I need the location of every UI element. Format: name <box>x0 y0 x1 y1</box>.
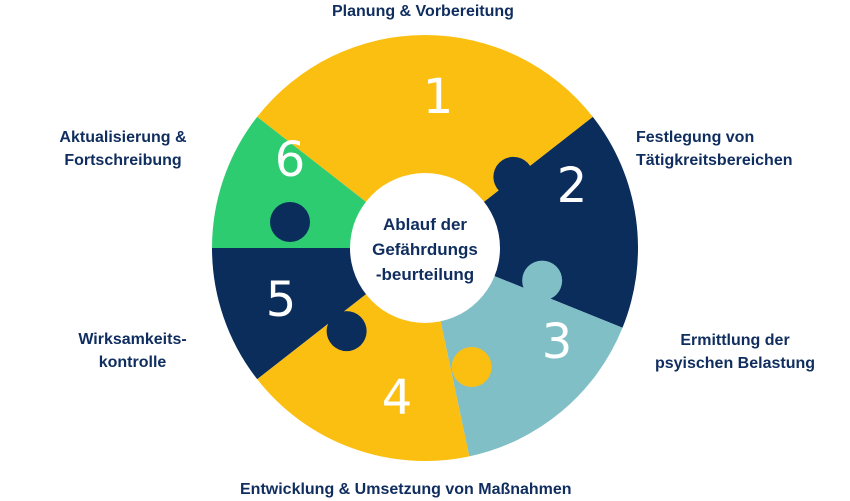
center-hole <box>350 173 500 323</box>
step-label-6: Aktualisierung & Fortschreibung <box>48 126 198 172</box>
puzzle-knob-neck-6 <box>280 212 300 232</box>
puzzle-piece-4 <box>257 284 470 461</box>
step-label-2: Festlegung von Tätigkreitsbereichen <box>636 126 793 172</box>
center-title-line-3: -beurteilung <box>375 265 475 284</box>
puzzle-knob-neck-4 <box>461 356 482 377</box>
step-number-5: 5 <box>266 272 297 328</box>
puzzle-knob-neck-3 <box>532 270 553 291</box>
step-number-6: 6 <box>275 132 306 188</box>
step-number-3: 3 <box>542 314 573 370</box>
step-label-3-line-1: Ermittlung der <box>680 332 790 349</box>
step-label-6-line-1: Aktualisierung & <box>59 129 187 146</box>
puzzle-piece-6 <box>212 116 378 248</box>
step-label-6-line-2: Fortschreibung <box>64 152 182 169</box>
step-label-1-line-1: Planung & Vorbereitung <box>332 3 514 20</box>
step-label-3-line-2: psyischen Belastung <box>654 355 816 372</box>
center-title-line-1: Ablauf der <box>382 215 468 234</box>
center-title: Ablauf der Gefährdungs -beurteilung <box>345 212 505 287</box>
step-label-2-line-2: Tätigkreitsbereichen <box>636 152 793 169</box>
puzzle-piece-2 <box>472 116 638 328</box>
step-label-5: Wirksamkeits- kontrolle <box>55 328 210 374</box>
puzzle-knob-neck-1 <box>389 111 410 132</box>
puzzle-knob-neck-5 <box>336 321 357 342</box>
step-number-4: 4 <box>382 370 413 426</box>
puzzle-piece-3 <box>437 270 623 457</box>
step-label-5-line-1: Wirksamkeits- <box>78 331 187 348</box>
step-number-1: 1 <box>423 69 454 125</box>
puzzle-piece-5 <box>212 248 378 380</box>
step-label-4: Entwicklung & Umsetzung von Maßnahmen <box>240 478 572 501</box>
step-label-5-line-2: kontrolle <box>98 354 167 371</box>
step-label-1: Planung & Vorbereitung <box>332 0 514 23</box>
step-number-2: 2 <box>557 158 588 214</box>
center-title-line-2: Gefährdungs <box>372 240 478 259</box>
step-label-3: Ermittlung der psyischen Belastung <box>640 329 830 375</box>
step-label-2-line-1: Festlegung von <box>636 129 755 146</box>
puzzle-knob-neck-2 <box>503 166 524 187</box>
step-label-4-line-1: Entwicklung & Umsetzung von Maßnahmen <box>240 481 572 498</box>
